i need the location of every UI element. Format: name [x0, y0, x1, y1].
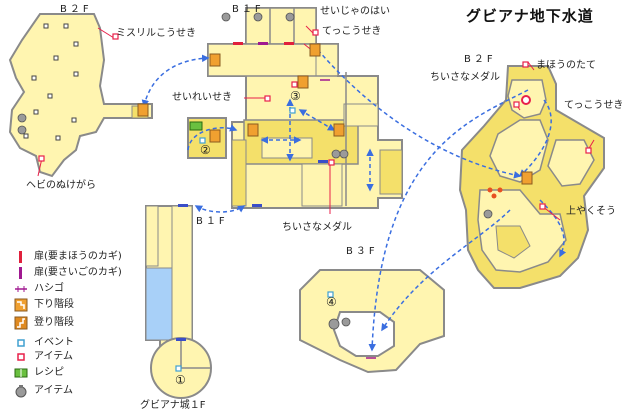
legend-label: イベント: [34, 337, 74, 348]
legend-label: 登り階段: [34, 317, 74, 328]
event-number-3: ③: [290, 89, 301, 103]
floor-label-b1f-top: B１F: [232, 4, 264, 15]
legend-label: 扉(要まほうのカギ): [34, 251, 122, 262]
stairs-up-icon: [14, 316, 28, 330]
doors: [176, 42, 328, 341]
b3f-area: [299, 269, 445, 374]
legend-row-ladder: ハシゴ: [14, 282, 164, 296]
purple-door-icon: [19, 267, 22, 279]
item-label-holy-ash: せいじゃのはい: [320, 6, 390, 17]
item-label-iron-ore-top: てっこうせき: [322, 26, 382, 37]
item-label-mini-medal-right: ちいさなメダル: [430, 72, 500, 83]
event-number-2: ②: [200, 143, 211, 157]
item-label-snake-skin: ヘビのぬけがら: [26, 180, 96, 191]
stairs-down-icon: [14, 298, 28, 312]
special-marker: [487, 95, 531, 199]
pots: [17, 12, 493, 330]
floor-label-b2f-left: B２F: [60, 4, 92, 15]
ladders: [320, 79, 376, 359]
legend-row-purple-door: 扉(要さいごのカギ): [14, 266, 164, 280]
floor-label-castle-1f: グビアナ城１F: [140, 400, 206, 411]
legend-label: アイテム: [34, 351, 73, 362]
pot-icon: [15, 385, 27, 398]
floor-label-b2f-right: B２F: [464, 54, 496, 65]
legend-row-pot: アイテム: [14, 384, 164, 398]
floor-label-b1f-lower: B１F: [196, 216, 228, 227]
item-label-spirit-ore: せいれいせき: [172, 92, 232, 103]
legend-label: 下り階段: [34, 299, 74, 310]
legend-label: 扉(要さいごのカギ): [34, 267, 122, 278]
legend-row-red-door: 扉(要まほうのカギ): [14, 250, 164, 264]
item-label-upper-yakusou: 上やくそう: [566, 206, 616, 217]
ladder-icon: [15, 286, 27, 292]
legend-row-stairs-down: 下り階段: [14, 298, 164, 312]
recipe-icon: [14, 368, 28, 378]
event-markers: [175, 107, 334, 372]
connection-arrows: [141, 49, 567, 352]
item-markers: [38, 29, 592, 210]
item-label-mithril-ore: ミスリルこうせき: [116, 28, 196, 39]
legend-row-event: イベント: [14, 336, 164, 350]
cave-markers: [23, 23, 79, 141]
legend-row-recipe: レシピ: [14, 366, 164, 380]
recipe-icon-map: [189, 121, 203, 131]
item-label-mini-medal-bottom: ちいさなメダル: [282, 222, 352, 233]
item-icon: [17, 353, 25, 361]
legend-row-stairs-up: 登り階段: [14, 316, 164, 330]
red-door-icon: [19, 251, 22, 263]
b1f-top-area: [207, 7, 403, 209]
legend-label: ハシゴ: [34, 283, 64, 294]
event-number-1: ①: [175, 373, 186, 387]
legend-row-item: アイテム: [14, 350, 164, 364]
item-label-iron-ore-right: てっこうせき: [564, 100, 624, 111]
event-icon: [17, 339, 25, 347]
map-title: グビアナ地下水道: [466, 7, 594, 25]
event-number-4: ④: [326, 295, 337, 309]
item-label-magic-shield: まほうのたて: [536, 60, 596, 71]
stairs-icons: [137, 43, 533, 185]
legend-label: レシピ: [34, 367, 64, 378]
floor-label-b3f: B３F: [346, 246, 378, 257]
legend-label: アイテム: [34, 385, 73, 396]
